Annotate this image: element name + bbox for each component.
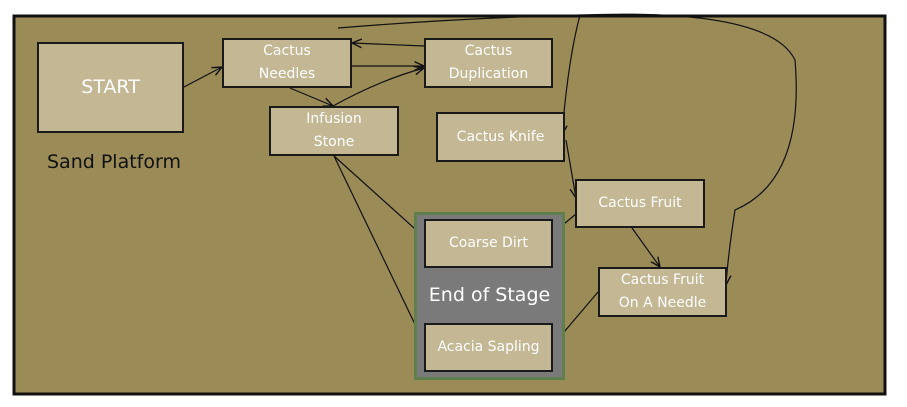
start-node: START [37, 42, 184, 133]
cactus-fruit-on-a-needle-node: Cactus Fruit On A Needle [598, 267, 727, 317]
edge-needles-to-infusion [289, 87, 333, 106]
edge-duplication-to-fruit_needle [579, 13, 797, 285]
end-of-stage-label: End of Stage [428, 284, 551, 306]
cactus-fruit-label: Cactus Fruit [598, 195, 682, 211]
cactus-knife-node: Cactus Knife [436, 112, 565, 162]
cactus-fruit-on-a-needle-label: Cactus Fruit On A Needle [618, 272, 707, 311]
start-node-label: START [81, 76, 140, 98]
cactus-duplication-node: Cactus Duplication [424, 38, 553, 88]
cactus-fruit-node: Cactus Fruit [575, 179, 705, 228]
acacia-sapling-node: Acacia Sapling [424, 323, 553, 372]
edge-start-to-needles [183, 67, 222, 88]
cactus-knife-label: Cactus Knife [456, 128, 545, 145]
edge-knife-to-fruit [565, 139, 576, 198]
infusion-stone-node: Infusion Stone [269, 106, 399, 156]
edge-duplication-to-knife [337, 14, 581, 135]
cactus-needles-label: Cactus Needles [258, 43, 316, 82]
acacia-sapling-label: Acacia Sapling [437, 339, 540, 355]
sand-platform-label: Sand Platform [47, 151, 181, 173]
edge-duplication-to-needles [352, 43, 425, 46]
coarse-dirt-node: Coarse Dirt [424, 219, 553, 268]
cactus-duplication-label: Cactus Duplication [448, 43, 529, 82]
cactus-needles-node: Cactus Needles [222, 38, 352, 88]
edge-infusion-to-acacia [333, 155, 424, 343]
edge-fruit-to-fruit_needle [631, 227, 660, 267]
infusion-stone-label: Infusion Stone [306, 111, 362, 150]
edge-infusion-to-duplication [332, 68, 424, 107]
edge-infusion-to-coarse [333, 155, 424, 237]
coarse-dirt-label: Coarse Dirt [449, 235, 528, 251]
